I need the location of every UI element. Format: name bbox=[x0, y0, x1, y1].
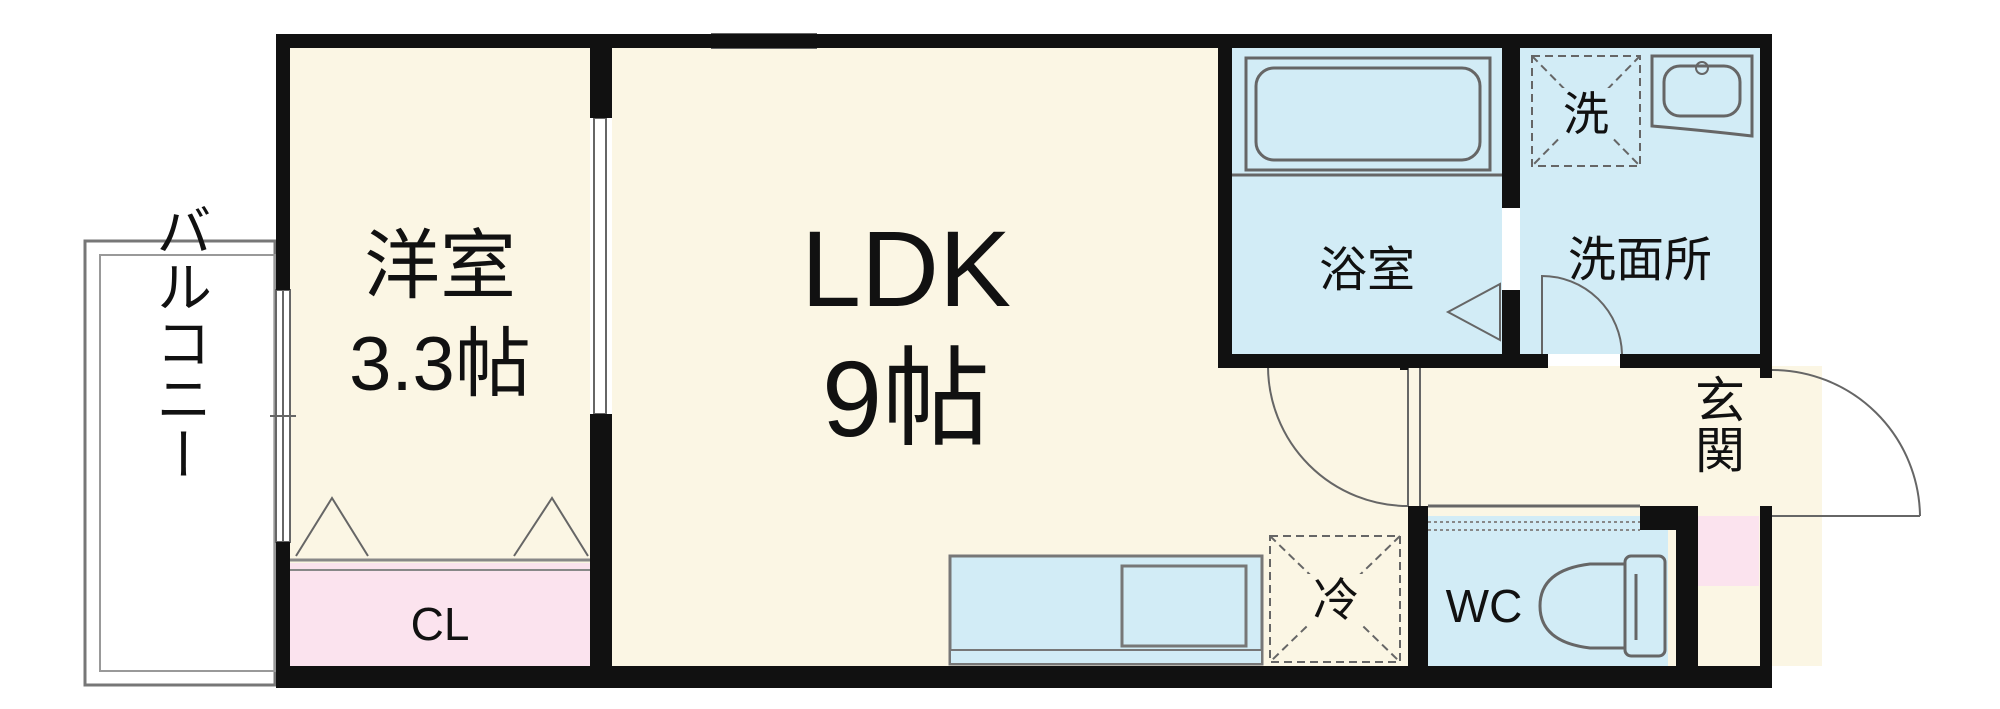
western-room-floor bbox=[290, 48, 590, 563]
wash-basin-faucet bbox=[1695, 61, 1709, 75]
entrance-floor bbox=[1420, 366, 1668, 516]
walls bbox=[276, 34, 1772, 688]
fridge-label-bg bbox=[1308, 574, 1364, 626]
entrance-hall-floor bbox=[1668, 366, 1762, 516]
sliding-door-western bbox=[593, 117, 607, 415]
washroom-door-swing bbox=[1541, 274, 1623, 355]
closet-name: CL bbox=[411, 598, 470, 650]
bathtub-inner bbox=[1254, 66, 1482, 162]
toilet-tank bbox=[1623, 554, 1667, 658]
washer-label-bg bbox=[1556, 88, 1616, 138]
fridge-label: 冷 bbox=[1313, 574, 1359, 626]
entrance-name: 玄関 bbox=[1688, 374, 1744, 474]
kitchen-counter-edge bbox=[949, 649, 1263, 665]
wash-basin bbox=[1650, 54, 1754, 138]
toilet-bowl bbox=[1538, 562, 1652, 650]
washer-space bbox=[1531, 55, 1641, 167]
closet-door-left bbox=[295, 496, 369, 557]
western-room-size: 3.3帖 bbox=[349, 322, 531, 407]
closet-door-right bbox=[513, 496, 589, 557]
fridge-cross-2 bbox=[1269, 535, 1401, 663]
western-room-name: 洋室 bbox=[364, 224, 516, 309]
balcony-area bbox=[83, 239, 277, 687]
kitchen-sink bbox=[1120, 564, 1248, 648]
wash-basin-bowl bbox=[1662, 64, 1742, 118]
kitchen-counter bbox=[948, 554, 1264, 666]
ldk-size: 9帖 bbox=[822, 338, 990, 459]
wc-name: WC bbox=[1446, 580, 1523, 632]
washer-label: 洗 bbox=[1563, 88, 1609, 140]
entrance-shoe-box bbox=[1697, 516, 1759, 586]
balcony-name: バルコニー bbox=[149, 202, 212, 482]
fridge-cross-1 bbox=[1269, 535, 1401, 663]
ldk-name: LDK bbox=[801, 208, 1011, 329]
bathtub bbox=[1244, 56, 1492, 172]
bath-door-triangle bbox=[1445, 282, 1501, 342]
ldk-door-swing bbox=[1267, 365, 1409, 507]
closet-floor bbox=[290, 563, 590, 666]
washroom-name: 洗面所 bbox=[1568, 234, 1712, 287]
entrance-door-swing bbox=[1771, 369, 1921, 517]
bath-name: 浴室 bbox=[1319, 244, 1415, 297]
fridge-space bbox=[1269, 535, 1401, 663]
